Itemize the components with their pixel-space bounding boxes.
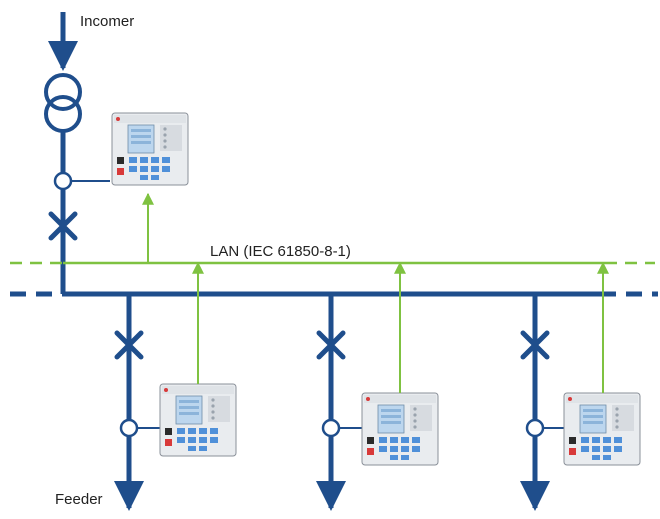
lan-label: LAN (IEC 61850-8-1) — [210, 243, 351, 260]
current-transformer-icon — [53, 171, 73, 191]
circuit-breaker-icon — [520, 330, 550, 360]
protection-relay-ied-icon — [563, 392, 641, 466]
incomer-label: Incomer — [80, 13, 134, 30]
circuit-breaker-icon — [316, 330, 346, 360]
circuit-breaker-icon — [114, 330, 144, 360]
feeder-label: Feeder — [55, 491, 103, 508]
transformer-icon — [44, 73, 82, 133]
circuit-breaker-icon — [48, 211, 78, 241]
protection-relay-ied-icon — [111, 112, 189, 186]
current-transformer-icon — [321, 418, 341, 438]
current-transformer-icon — [119, 418, 139, 438]
protection-relay-ied-icon — [159, 383, 237, 457]
protection-relay-ied-icon — [361, 392, 439, 466]
current-transformer-icon — [525, 418, 545, 438]
